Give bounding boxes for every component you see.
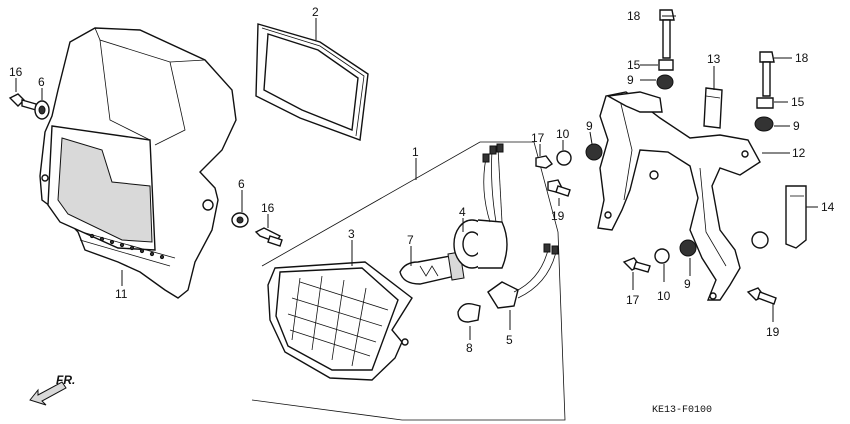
callout-9-c: 9 — [586, 119, 593, 133]
grommet-9-a — [656, 74, 674, 90]
callout-19-b: 19 — [766, 325, 780, 339]
callout-2: 2 — [312, 5, 319, 19]
collar-10-a — [556, 150, 572, 166]
drawing-code: KE13-F0100 — [652, 405, 712, 416]
callout-11: 11 — [115, 287, 128, 301]
headlight-cowl-11 — [39, 27, 237, 299]
callout-10-b: 10 — [657, 289, 671, 303]
front-direction-arrow: FR. — [29, 373, 75, 406]
bolt-19-a — [547, 179, 571, 197]
callout-8: 8 — [466, 341, 473, 355]
callout-17-a: 17 — [531, 131, 545, 145]
collar-15-a — [658, 59, 674, 71]
callout-6-b: 6 — [238, 177, 245, 191]
grommet-9-c — [585, 143, 603, 161]
callout-19-a: 19 — [551, 209, 565, 223]
callout-7: 7 — [407, 233, 414, 247]
grommet-9-d — [679, 239, 697, 257]
clip-13 — [703, 87, 723, 129]
gasket-2 — [255, 23, 369, 141]
direction-label: FR. — [56, 373, 75, 387]
headlight-unit-3 — [267, 261, 413, 381]
headlight-stay-12 — [597, 91, 769, 301]
callout-9-a: 9 — [627, 73, 634, 87]
assembly-outline-1 — [251, 141, 566, 421]
callout-4: 4 — [459, 205, 466, 219]
cowl-grille-dots — [89, 233, 165, 260]
callout-labels: 1 2 3 4 5 6 6 7 8 9 9 9 10 10 11 12 13 1… — [9, 5, 835, 355]
position-socket-5 — [487, 243, 559, 309]
bolt-16-b — [254, 227, 283, 247]
callout-13: 13 — [707, 52, 721, 66]
bolt-17-a — [535, 155, 554, 169]
washer-6-b — [231, 212, 249, 228]
clip-14 — [785, 185, 807, 249]
collar-10-b — [654, 248, 670, 264]
callout-5: 5 — [506, 333, 513, 347]
bolt-17-b — [622, 257, 651, 273]
leader-lines — [15, 15, 818, 340]
callout-16-b: 16 — [261, 201, 275, 215]
callout-17-b: 17 — [626, 293, 640, 307]
small-bulb-8 — [457, 302, 481, 323]
bolt-18-a — [659, 9, 675, 59]
callout-3: 3 — [348, 227, 355, 241]
callout-14: 14 — [821, 200, 835, 214]
callout-15-a: 15 — [627, 58, 641, 72]
callout-6-a: 6 — [38, 75, 45, 89]
washer-6-a — [34, 100, 50, 120]
callout-9-b: 9 — [793, 119, 800, 133]
collar-15-b — [756, 97, 774, 109]
bolt-16-a — [8, 93, 37, 111]
callout-9-d: 9 — [684, 277, 691, 291]
callout-12: 12 — [792, 146, 806, 160]
bulb-7 — [399, 251, 465, 285]
grommet-9-b — [754, 116, 774, 132]
callout-18-a: 18 — [627, 9, 641, 23]
bolt-19-b — [746, 287, 777, 305]
callout-10-a: 10 — [556, 127, 570, 141]
callout-1: 1 — [412, 145, 419, 159]
bolt-18-b — [759, 51, 775, 97]
callout-18-b: 18 — [795, 51, 809, 65]
callout-16-a: 16 — [9, 65, 23, 79]
callout-15-b: 15 — [791, 95, 805, 109]
